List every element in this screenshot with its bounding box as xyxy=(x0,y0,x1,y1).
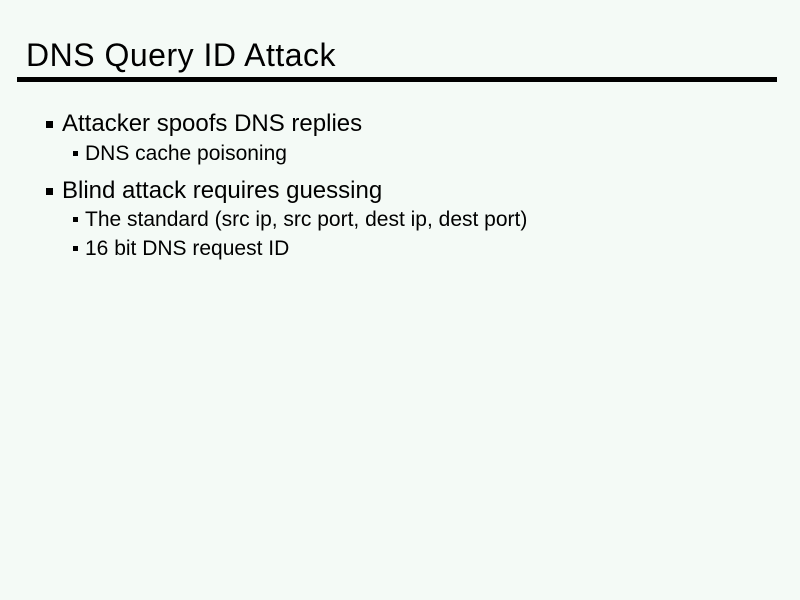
bullet-text: Blind attack requires guessing xyxy=(62,177,383,204)
square-bullet-icon xyxy=(73,151,78,156)
bullet-item: Attacker spoofs DNS replies xyxy=(46,109,362,139)
bullet-item: The standard (src ip, src port, dest ip,… xyxy=(73,206,527,233)
square-bullet-icon xyxy=(46,187,53,195)
bullet-item: Blind attack requires guessing xyxy=(46,176,382,206)
bullet-text: The standard (src ip, src port, dest ip,… xyxy=(85,207,528,231)
bullet-text: DNS cache poisoning xyxy=(85,141,287,165)
bullet-item: DNS cache poisoning xyxy=(73,140,287,167)
bullet-text: 16 bit DNS request ID xyxy=(85,236,290,260)
title-underline-rule xyxy=(17,77,777,82)
slide-title: DNS Query ID Attack xyxy=(26,37,337,73)
square-bullet-icon xyxy=(46,120,53,128)
square-bullet-icon xyxy=(73,246,78,251)
bullet-item: 16 bit DNS request ID xyxy=(73,235,289,262)
bullet-text: Attacker spoofs DNS replies xyxy=(62,110,363,137)
square-bullet-icon xyxy=(73,217,78,222)
